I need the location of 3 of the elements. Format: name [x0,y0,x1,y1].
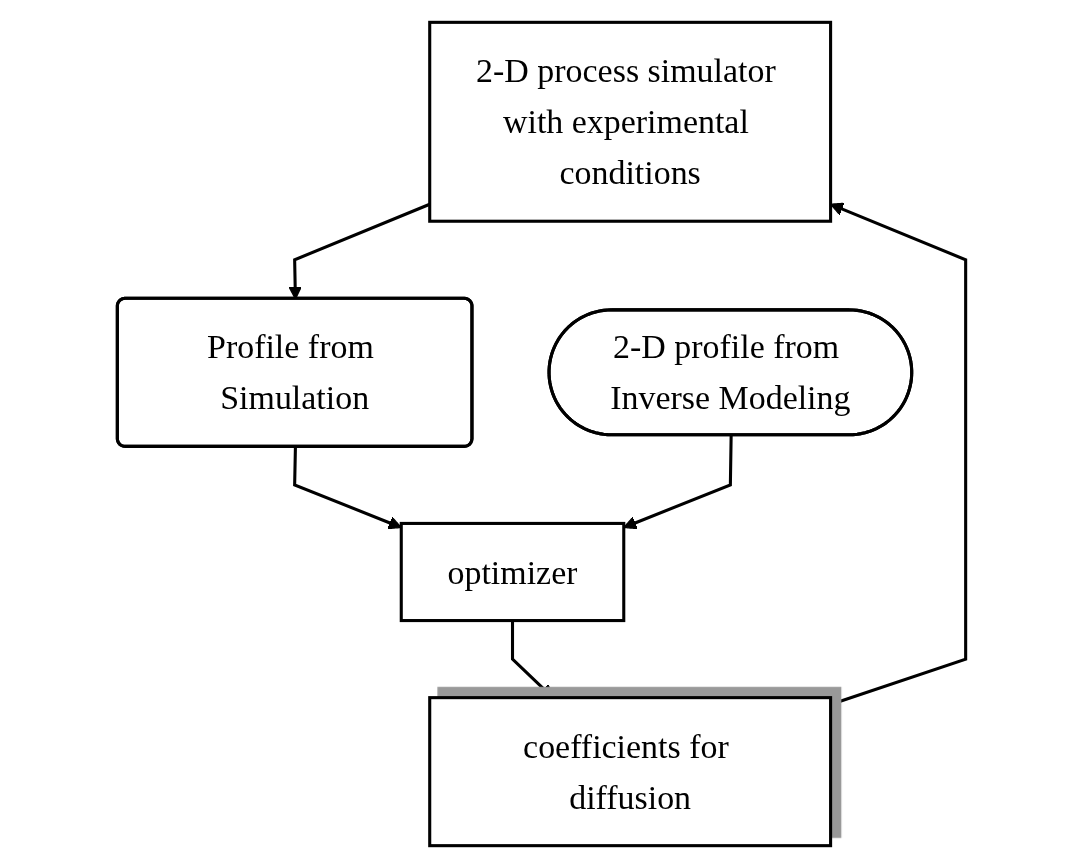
node-box: 2-D process simulator with experimental conditions [428,20,833,223]
node-box: optimizer [399,521,626,623]
node-box: coefficients for diffusion [428,696,833,848]
